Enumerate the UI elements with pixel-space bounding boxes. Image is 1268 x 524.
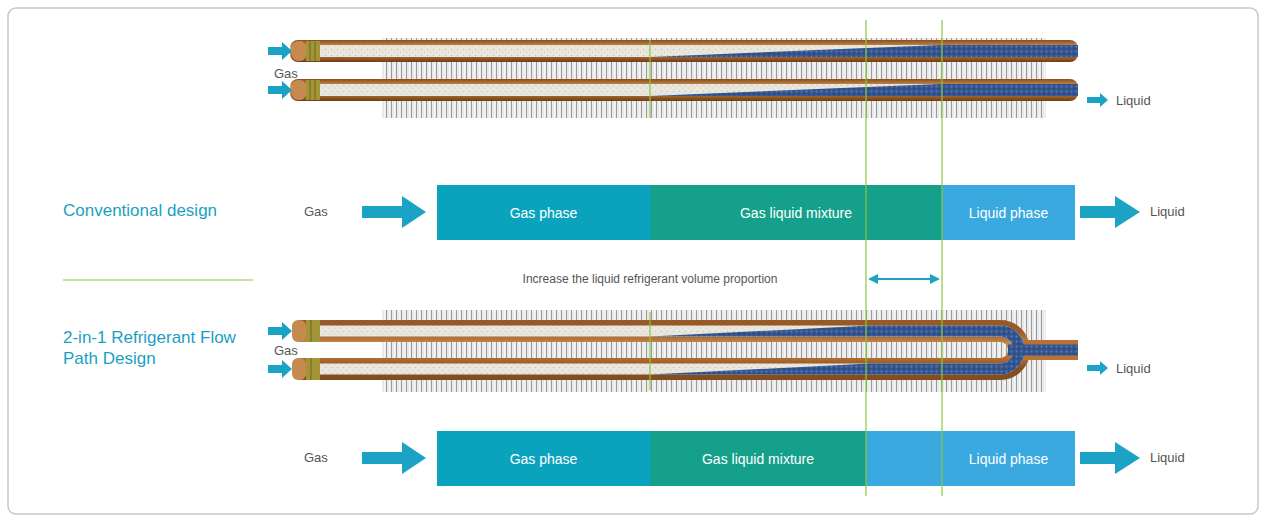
outlet-label: Liquid xyxy=(1116,361,1151,376)
copper-tube xyxy=(290,79,1078,101)
double-arrow xyxy=(868,274,940,284)
band-text: Gas liquid mixture xyxy=(702,451,814,467)
flow-arrow xyxy=(1087,361,1108,375)
flow-arrow xyxy=(362,442,426,474)
gas-phase-band: Gas phase xyxy=(437,185,650,240)
flow-arrow xyxy=(268,322,292,340)
band-text: Liquid phase xyxy=(969,451,1048,467)
divider-line xyxy=(63,279,253,280)
band-text: Liquid phase xyxy=(969,205,1048,221)
flow-arrow xyxy=(268,360,292,378)
gas-phase-band: Gas phase xyxy=(437,431,650,486)
mixture-band: Gas liquid mixture xyxy=(650,185,942,240)
flow-arrow xyxy=(1080,442,1140,474)
design-heading: Conventional design xyxy=(63,200,217,221)
inlet-label: Gas xyxy=(274,343,298,358)
outlet-label: Liquid xyxy=(1150,450,1185,465)
panel-border xyxy=(8,8,1258,514)
inlet-label: Gas xyxy=(274,66,298,81)
band-text: Gas phase xyxy=(510,205,578,221)
outlet-label: Liquid xyxy=(1150,204,1185,219)
flow-arrow xyxy=(1087,93,1108,107)
outlet-label: Liquid xyxy=(1116,93,1151,108)
flow-arrow xyxy=(268,81,292,99)
flow-arrow xyxy=(1080,196,1140,228)
inlet-label: Gas xyxy=(304,204,328,219)
flow-arrow xyxy=(268,42,292,60)
band-text: Gas liquid mixture xyxy=(740,205,852,221)
inlet-label: Gas xyxy=(304,450,328,465)
liquid-gain-band xyxy=(866,431,942,486)
liquid-phase-band: Liquid phase xyxy=(942,431,1075,486)
copper-tube xyxy=(290,40,1078,62)
band-text: Gas phase xyxy=(510,451,578,467)
annotation-text: Increase the liquid refrigerant volume p… xyxy=(523,272,778,286)
mixture-band: Gas liquid mixture xyxy=(650,431,866,486)
flow-arrow xyxy=(362,196,426,228)
liquid-phase-band: Liquid phase xyxy=(942,185,1075,240)
design-heading: 2-in-1 Refrigerant Flow Path Design xyxy=(63,327,263,369)
copper-tube xyxy=(292,320,1078,380)
